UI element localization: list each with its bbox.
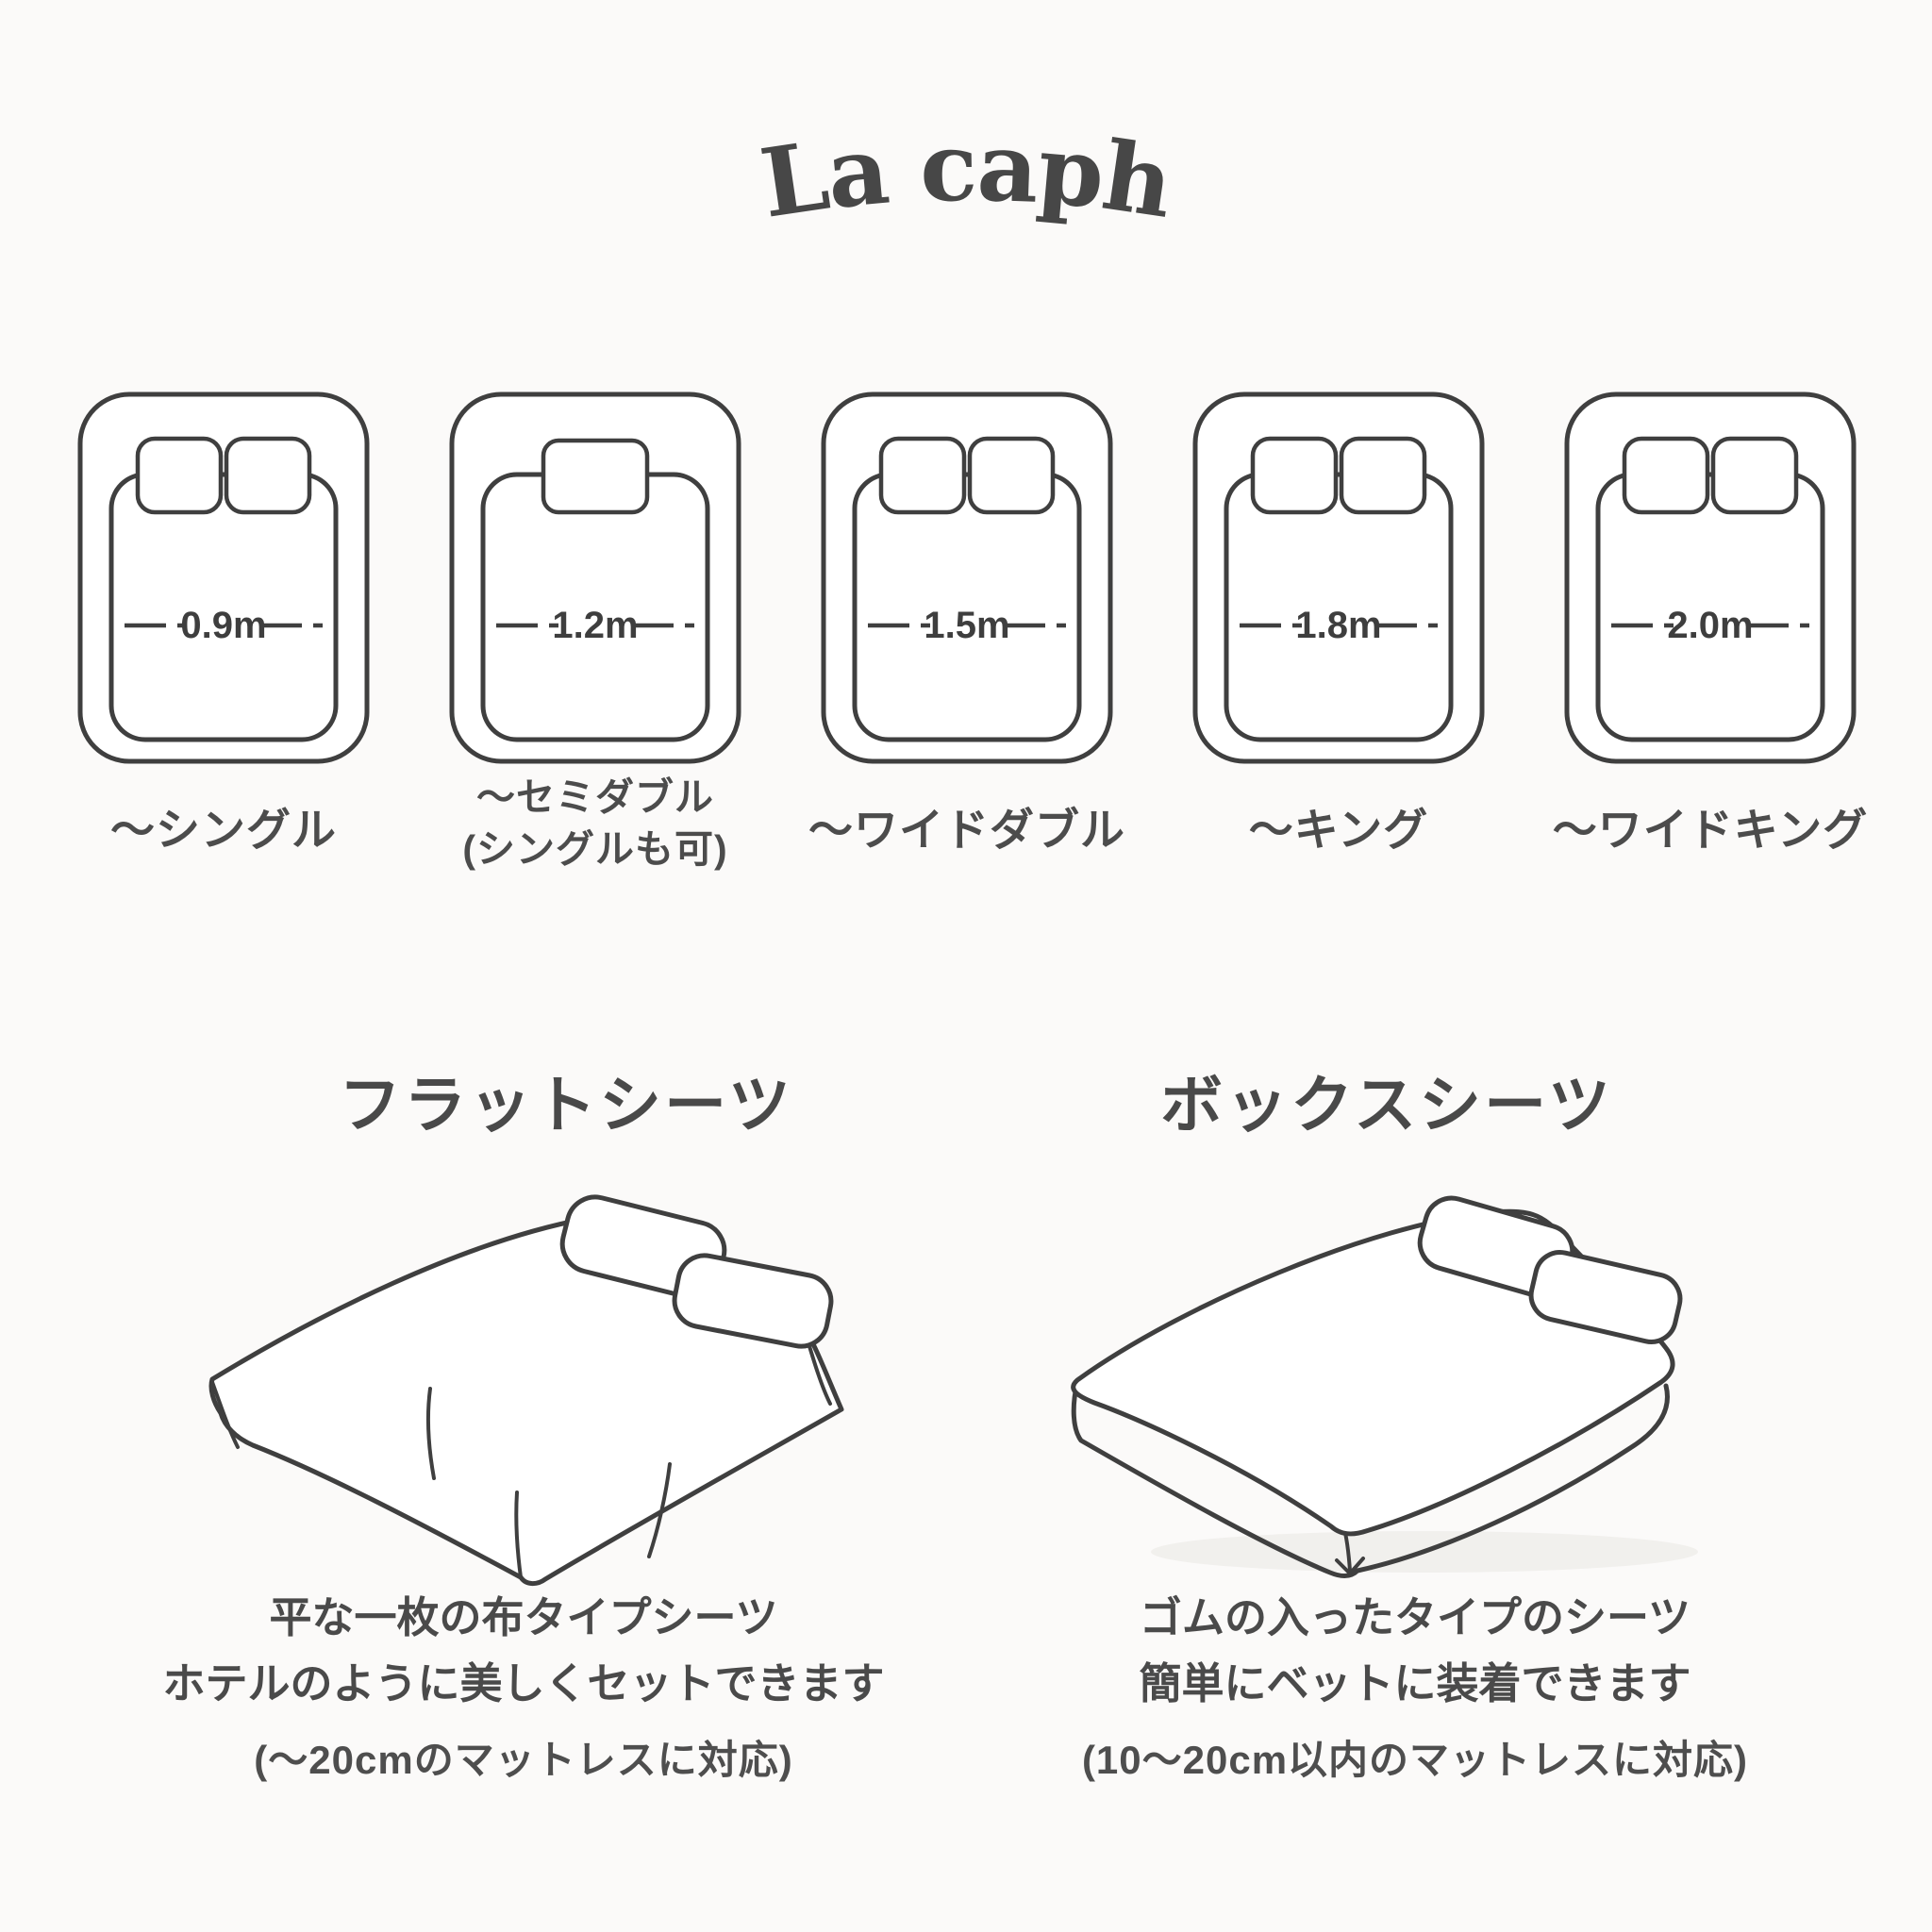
bed-size-name: 〜キング <box>1141 804 1537 857</box>
box-sheet-mattress-note: (10〜20cm以内のマットレスに対応) <box>1081 1738 1749 1782</box>
bed-width-label: 0.9m <box>180 605 266 646</box>
bed-size-name: 〜ワイドキング <box>1512 804 1908 857</box>
pillow-icon <box>672 1253 834 1349</box>
bed-top-view-icon <box>80 394 367 761</box>
flat-sheet-mattress-note: (〜20cmのマットレスに対応) <box>254 1738 793 1782</box>
sheet-description-line: ゴムの入ったタイプのシーツ <box>1139 1593 1691 1641</box>
sheet-description-line: ホテルのように美しくセットできます <box>162 1659 885 1707</box>
bed-width-label: 1.5m <box>924 605 1009 646</box>
bed-top-view-icon <box>1567 394 1854 761</box>
bed-size-diagram-wideking: 2.0m <box>1564 391 1857 764</box>
bed-width-label: 2.0m <box>1667 605 1753 646</box>
flat-sheet-illustration <box>208 1194 844 1587</box>
bed-size-diagram-widedouble: 1.5m <box>821 391 1113 764</box>
bed-size-name-line: 〜キング <box>1248 805 1429 855</box>
bed-size-diagram-king: 1.8m <box>1192 391 1485 764</box>
brand-logo: La caph <box>754 111 1180 240</box>
bed-top-view-icon <box>452 394 739 761</box>
box-sheet-heading: ボックスシーツ <box>1160 1070 1613 1140</box>
bed-top-view-icon <box>1195 394 1482 761</box>
pillow-icon <box>1528 1250 1683 1344</box>
brand-logo-text: La caph <box>754 111 1180 240</box>
bed-size-name-line: 〜シングル <box>110 805 337 855</box>
sheet-description-line: 簡単にベットに装着できます <box>1139 1659 1691 1707</box>
bed-size-diagram-single: 0.9m <box>77 391 370 764</box>
bed-size-name-line: (シングルも可) <box>462 827 728 871</box>
box-sheet-illustration <box>1071 1195 1698 1578</box>
bed-size-name-line: 〜ワイドダブル <box>808 805 1125 855</box>
bed-width-label: 1.8m <box>1295 605 1381 646</box>
bed-size-name-line: 〜ワイドキング <box>1552 805 1869 855</box>
bed-size-name: 〜ワイドダブル <box>769 804 1165 857</box>
bed-size-name: 〜セミダブル (シングルも可) <box>397 772 793 875</box>
flat-sheet-description: 平な一枚の布タイプシーツ ホテルのように美しくセットできます <box>137 1585 910 1717</box>
bed-width-label: 1.2m <box>552 605 638 646</box>
bed-size-name: 〜シングル <box>25 804 422 857</box>
bed-size-name-line: 〜セミダブル <box>476 775 714 819</box>
bed-top-view-icon <box>824 394 1110 761</box>
bed-size-diagram-semidouble: 1.2m <box>449 391 741 764</box>
svg-text:La caph: La caph <box>754 111 1178 240</box>
sheet-description-line: 平な一枚の布タイプシーツ <box>269 1593 778 1641</box>
box-sheet-description: ゴムの入ったタイプのシーツ 簡単にベットに装着できます <box>1028 1585 1802 1717</box>
flat-sheet-heading: フラットシーツ <box>339 1070 793 1140</box>
